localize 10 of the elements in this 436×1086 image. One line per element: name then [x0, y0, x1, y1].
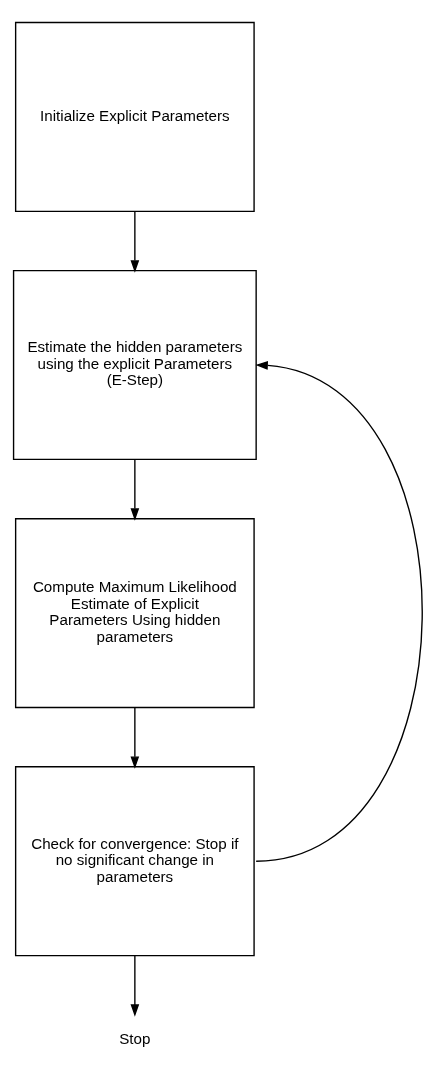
- node-box: Estimate the hidden parameters using the explicit Parameters (E-Step): [12, 269, 257, 460]
- arrow: [130, 706, 140, 769]
- node-text: Stop: [119, 1029, 151, 1047]
- arrow: [130, 458, 140, 521]
- arrow: [130, 954, 140, 1017]
- arrow: [130, 210, 140, 273]
- arrow: [255, 360, 423, 862]
- node-box: Initialize Explicit Parameters: [14, 21, 255, 212]
- node-box: Compute Maximum Likelihood Estimate of Explicit Parameters Using hidden parameters: [14, 517, 255, 708]
- node-box: Check for convergence: Stop if no significant change in parameters: [14, 765, 255, 956]
